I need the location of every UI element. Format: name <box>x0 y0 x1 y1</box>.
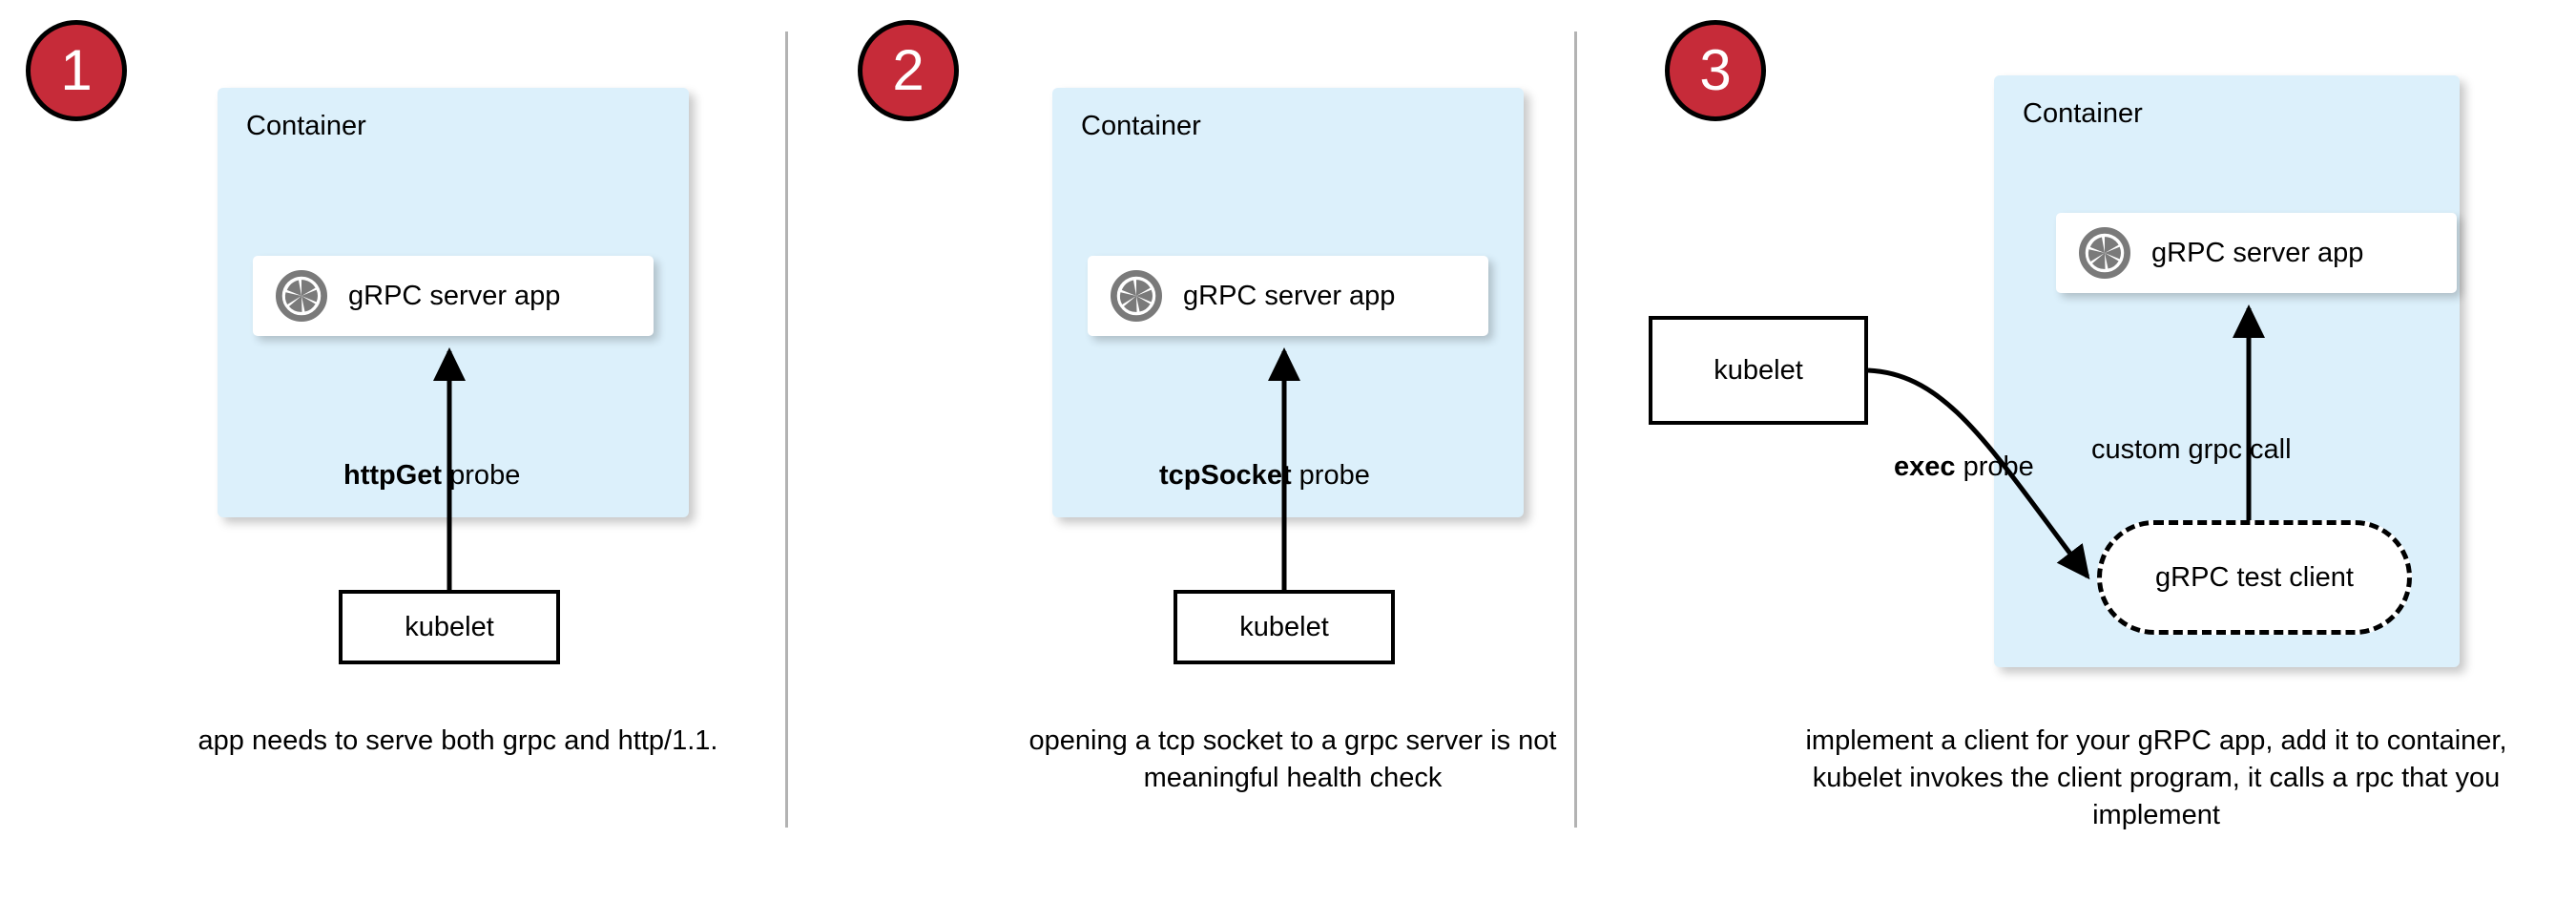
kubelet-box-1: kubelet <box>339 590 560 664</box>
kubelet-box-2: kubelet <box>1174 590 1395 664</box>
exec-probe-label-rest: probe <box>1955 451 2034 482</box>
aperture-icon <box>1111 270 1162 322</box>
grpc-server-app-label-1: gRPC server app <box>348 280 561 311</box>
aperture-icon <box>276 270 327 322</box>
container-label-1: Container <box>246 111 366 141</box>
httpget-probe-label-rest: probe <box>442 460 521 491</box>
step-badge-3-number: 3 <box>1699 38 1732 102</box>
panel-caption-3: implement a client for your gRPC app, ad… <box>1805 725 2507 831</box>
panel-caption-2: opening a tcp socket to a grpc server is… <box>1028 725 1557 794</box>
grpc-server-app-label-2: gRPC server app <box>1183 280 1396 311</box>
step-badge-1: 1 <box>26 20 127 121</box>
kubelet-label-2: kubelet <box>1239 611 1329 642</box>
exec-probe-label: exec probe <box>1894 451 2034 483</box>
panel-caption-1: app needs to serve both grpc and http/1.… <box>197 725 718 756</box>
step-badge-2: 2 <box>858 20 959 121</box>
panel-divider-1 <box>785 31 788 828</box>
kubelet-box-3: kubelet <box>1649 316 1868 425</box>
step-badge-1-number: 1 <box>60 38 93 102</box>
kubelet-label-3: kubelet <box>1714 354 1803 386</box>
custom-grpc-call-label: custom grpc call <box>2091 434 2292 465</box>
grpc-server-app-card-3: gRPC server app <box>2056 213 2457 293</box>
tcpsocket-probe-label-bold: tcpSocket <box>1159 460 1292 491</box>
grpc-server-app-card-1: gRPC server app <box>253 256 654 336</box>
grpc-test-client-box: gRPC test client <box>2097 520 2412 635</box>
tcpsocket-probe-label: tcpSocket probe <box>1159 460 1370 492</box>
tcpsocket-probe-label-rest: probe <box>1291 460 1370 491</box>
step-badge-3: 3 <box>1665 20 1766 121</box>
exec-probe-label-bold: exec <box>1894 451 1956 482</box>
aperture-icon <box>2079 227 2130 279</box>
container-label-3: Container <box>2023 98 2143 129</box>
grpc-test-client-label: gRPC test client <box>2155 561 2354 593</box>
grpc-server-app-label-3: gRPC server app <box>2151 237 2364 268</box>
step-badge-2-number: 2 <box>892 38 924 102</box>
panel-divider-2 <box>1574 31 1577 828</box>
httpget-probe-label-bold: httpGet <box>343 460 443 491</box>
container-label-2: Container <box>1081 111 1201 141</box>
kubelet-label-1: kubelet <box>405 611 494 642</box>
grpc-server-app-card-2: gRPC server app <box>1088 256 1488 336</box>
httpget-probe-label: httpGet probe <box>343 460 520 492</box>
